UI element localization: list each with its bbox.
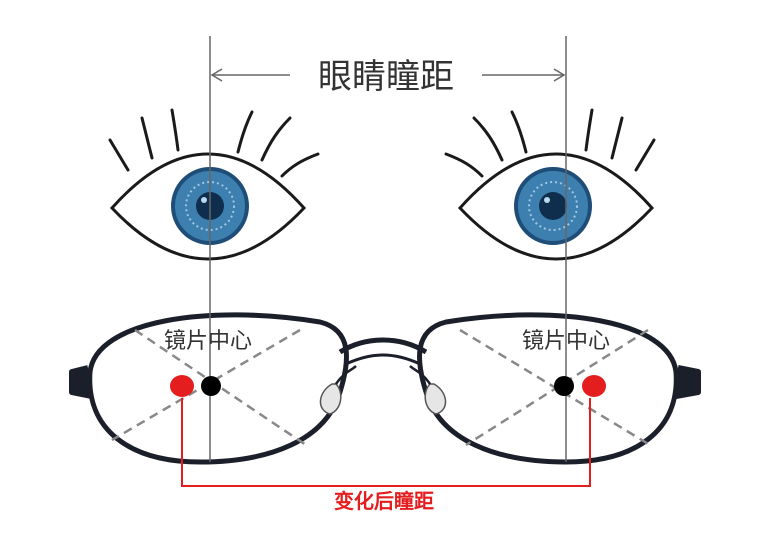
right-lens-center-label: 镜片中心	[522, 329, 610, 354]
left-iris-texture	[185, 181, 235, 231]
eye-distance-arrows	[210, 68, 566, 82]
right-nose-pad	[424, 383, 447, 415]
left-eye-lashes	[108, 108, 320, 178]
left-pad-arm	[334, 365, 357, 385]
right-pupil	[539, 192, 567, 220]
right-lens-center-dot	[554, 376, 574, 396]
eye-distance-label: 眼睛瞳距	[318, 57, 454, 97]
right-temple	[675, 365, 701, 399]
right-pad-arm	[409, 365, 432, 385]
left-lens-center-dot	[201, 376, 221, 396]
left-lens-center-label: 镜片中心	[164, 329, 252, 354]
right-iris-texture	[528, 181, 578, 231]
bridge	[338, 337, 428, 355]
left-nose-pad	[319, 383, 342, 415]
changed-distance-bracket	[181, 398, 591, 487]
left-eye	[108, 108, 320, 261]
bridge-lower	[345, 353, 421, 366]
right-eye-highlight	[544, 197, 550, 203]
changed-distance-label: 变化后瞳距	[334, 489, 434, 513]
left-temple	[69, 365, 93, 399]
right-eye-lashes	[444, 108, 656, 178]
right-eye	[444, 108, 656, 261]
right-shifted-pupil-dot	[582, 375, 606, 397]
glasses	[69, 312, 701, 465]
left-shifted-pupil-dot	[170, 375, 194, 397]
left-eye-highlight	[201, 197, 207, 203]
